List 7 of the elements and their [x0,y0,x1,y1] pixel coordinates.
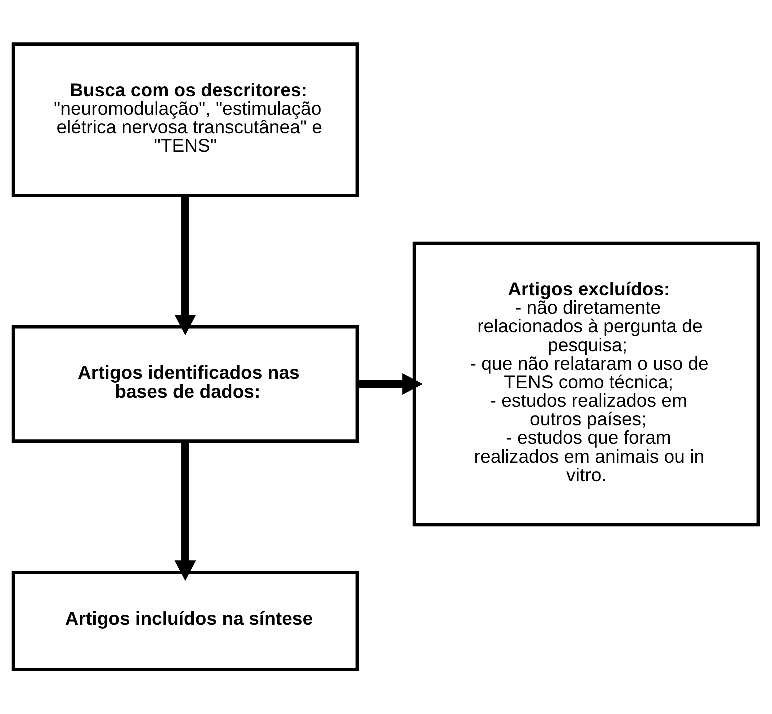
arrow [174,442,196,582]
node-box: Busca com os descritores: "neuromodulação", "estimulação elétrica nervosa transcutânea" e "TENS" [12,42,360,198]
arrow [358,373,424,395]
node-box: Artigos incluídos na síntese [12,571,360,672]
node-box: Artigos identificados nas bases de dados: [12,325,360,443]
arrow [174,196,196,336]
node-box: Artigos excluídos: - não diretamente relacionados à pergunta de pesquisa; - que não relataram o uso de TENS como técnica; - estudos realizados em outros países; - estudos que foram realizados em animais ou in vitro. [412,242,760,527]
